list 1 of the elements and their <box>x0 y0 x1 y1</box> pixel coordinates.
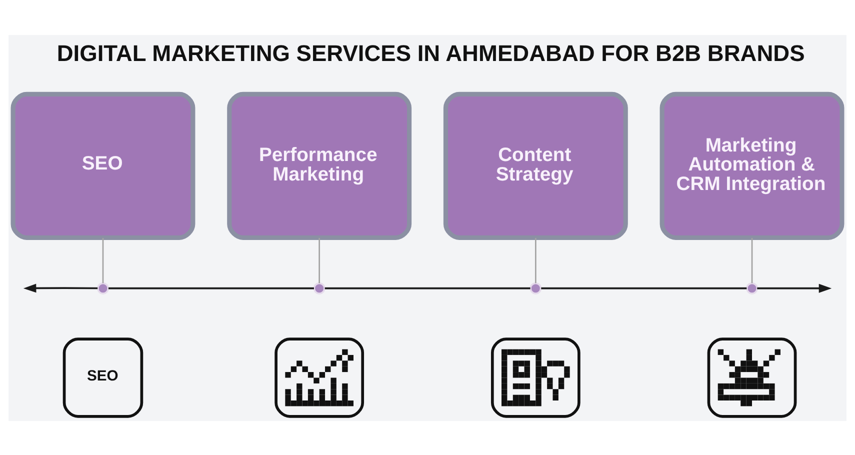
diagram-title: DIGITAL MARKETING SERVICES IN AHMEDABAD FOR B2B BRANDS <box>56 40 805 66</box>
